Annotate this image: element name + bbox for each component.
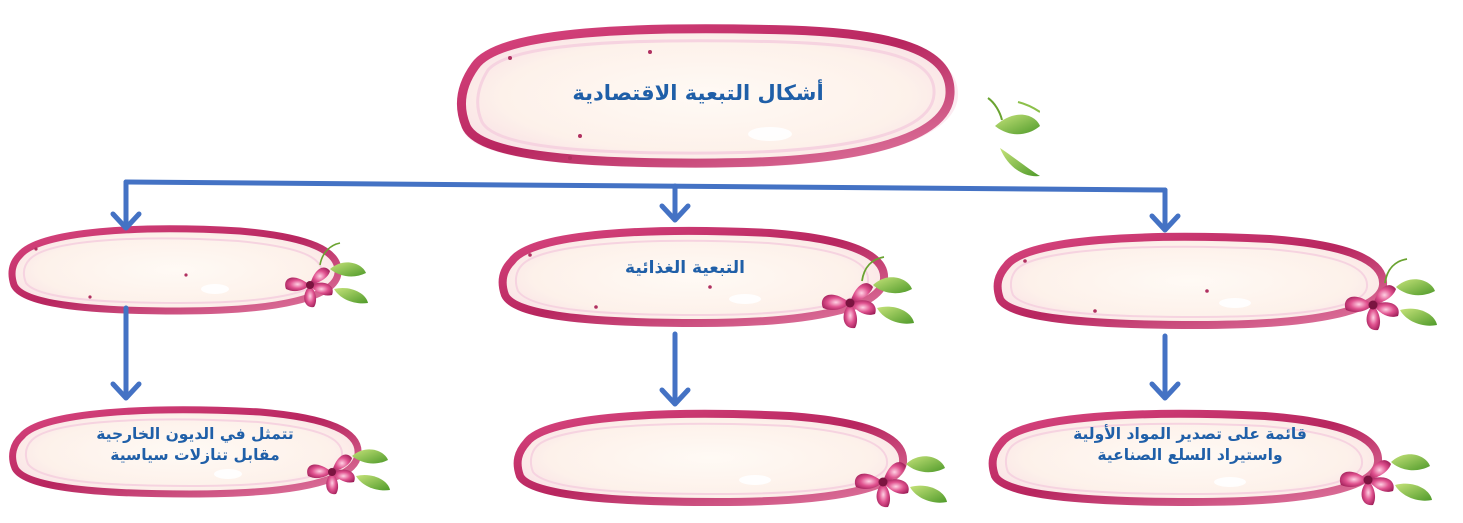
category-node-left-frame xyxy=(0,215,380,325)
description-left-line-1: تتمثل في الديون الخارجية xyxy=(60,424,330,445)
description-right-line-1: قائمة على تصدير المواد الأولية xyxy=(1020,424,1360,445)
root-node-label: أشكال التبعية الاقتصادية xyxy=(548,80,848,106)
description-right-line-2: واستيراد السلع الصناعية xyxy=(1020,445,1360,466)
arrowhead-desc-left xyxy=(113,384,139,398)
description-label-left: تتمثل في الديون الخارجية مقابل تنازلات س… xyxy=(60,424,330,466)
category-label-center: التبعية الغذائية xyxy=(560,258,810,279)
category-node-right-frame xyxy=(985,225,1455,340)
connector-bus xyxy=(126,182,1165,190)
description-node-center-frame xyxy=(505,400,975,515)
description-left-line-2: مقابل تنازلات سياسية xyxy=(60,445,330,466)
description-label-right: قائمة على تصدير المواد الأولية واستيراد … xyxy=(1020,424,1360,466)
arrowhead-desc-right xyxy=(1152,384,1178,398)
